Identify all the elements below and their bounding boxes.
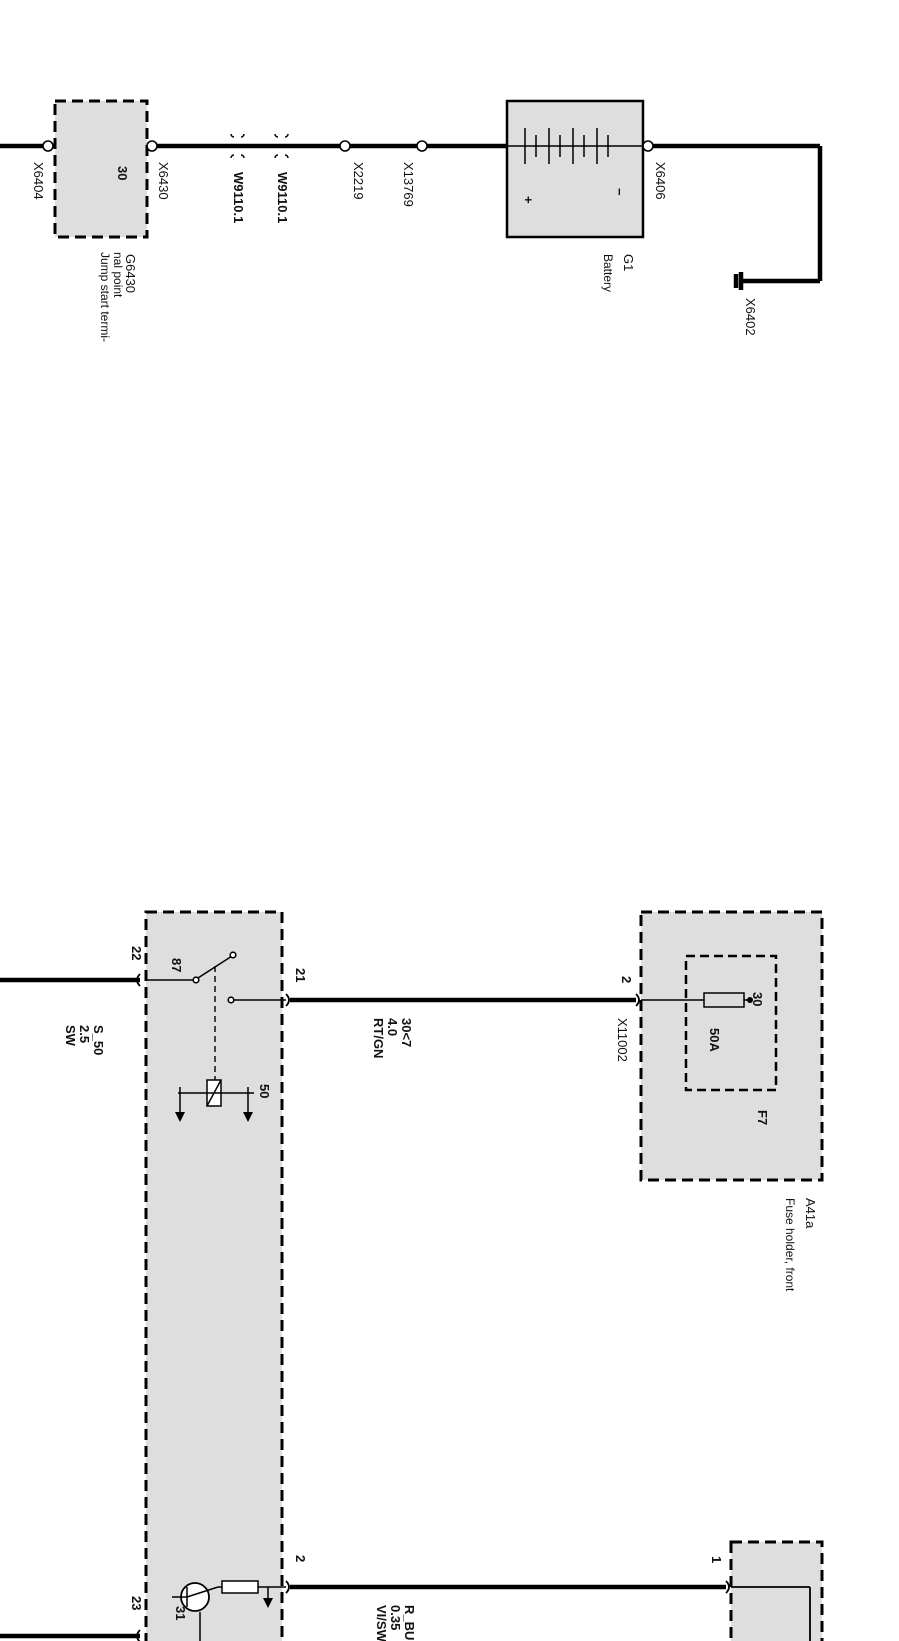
w9110-splice-marker-b <box>274 133 289 159</box>
relay-switch-pivot <box>229 951 237 959</box>
g6430-name-line2: nal point <box>111 252 125 298</box>
g6430-pin: 30 <box>115 166 130 180</box>
g1-battery-box <box>505 99 645 239</box>
relay-pin-2: 2 <box>293 1555 308 1562</box>
bottom-resistor <box>221 1580 259 1594</box>
pin-21-hook <box>285 993 290 1007</box>
battery-cell-symbol <box>507 128 643 164</box>
g6430-name: Jump start termi- nal point <box>98 252 125 345</box>
bottom-ground-arrow <box>263 1598 273 1608</box>
relay-coil-ground-left-arrow <box>175 1112 185 1122</box>
a41a-id: A41a <box>803 1198 818 1229</box>
label-w9110-a: W9110.1 <box>231 172 246 223</box>
f7-id: F7 <box>755 1110 770 1125</box>
fuse-pin-30: 30 <box>750 992 765 1006</box>
g6430-jump-start-box <box>53 99 149 239</box>
ground-symbol-x6402 <box>733 272 744 290</box>
relay-coil-ground-right-arrow <box>243 1112 253 1122</box>
a41a-pin-2: 2 <box>619 976 634 983</box>
wire-s50-signal: S_50 <box>91 1025 106 1055</box>
wire-rbu-color: VI/SW <box>374 1605 389 1641</box>
relay-pin-87: 87 <box>169 958 184 972</box>
relay-pin-21: 21 <box>293 968 308 982</box>
relay-pin-2-hook <box>285 1580 290 1594</box>
node-x6404 <box>42 140 54 152</box>
node-x13769 <box>416 140 428 152</box>
relay-module-box <box>144 910 284 1641</box>
fuse-body <box>703 992 745 1008</box>
label-x6430: X6430 <box>156 162 171 200</box>
wire-s50-color: SW <box>63 1025 78 1047</box>
bottom-right-pin-hook <box>725 1580 730 1594</box>
g1-id: G1 <box>621 254 636 271</box>
pin-22-hook <box>136 973 141 987</box>
bottom-right-pin-1: 1 <box>709 1556 724 1563</box>
relay-pin-50: 50 <box>257 1084 272 1098</box>
fuse-rating: 50A <box>707 1028 722 1052</box>
f7-inner-box <box>684 954 778 1092</box>
relay-contact-87 <box>192 976 200 984</box>
g1-name: Battery <box>601 254 615 292</box>
wire-b30-signal: 30<7 <box>399 1018 414 1047</box>
node-x6406 <box>642 140 654 152</box>
transistor-base-lead <box>186 1586 219 1598</box>
node-x6430 <box>146 140 158 152</box>
a41a-name: Fuse holder, front <box>783 1198 797 1292</box>
label-x6406: X6406 <box>653 162 668 200</box>
g6430-id: G6430 <box>123 254 138 293</box>
a41a-fuse-holder-box <box>639 910 824 1182</box>
node-x2219 <box>339 140 351 152</box>
battery-minus-sign: − <box>612 188 627 196</box>
wire-rbu-signal: R_BU <box>402 1605 417 1640</box>
wire-rbu-gauge: 0.35 <box>388 1605 403 1630</box>
wire-b30-gauge: 4.0 <box>385 1018 400 1036</box>
label-x13769: X13769 <box>401 162 416 207</box>
label-x2219: X2219 <box>351 162 366 200</box>
label-x11002: X11002 <box>615 1018 630 1062</box>
battery-plus-sign: + <box>521 196 536 204</box>
wire-b30-color: RT/GN <box>371 1018 386 1058</box>
label-x6404: X6404 <box>31 162 46 200</box>
relay-contact-21 <box>227 996 235 1004</box>
w9110-splice-marker-a <box>230 133 245 159</box>
a41a-pin-hook <box>635 993 640 1007</box>
wire-s50-gauge: 2.5 <box>77 1025 92 1043</box>
fuse-terminal <box>747 997 753 1003</box>
relay-pin-22: 22 <box>129 946 144 960</box>
label-x6402: X6402 <box>743 298 758 336</box>
relay-pin-31: 31 <box>173 1606 188 1620</box>
relay-pin-23: 23 <box>129 1596 144 1610</box>
bottom-right-component-box <box>729 1540 824 1641</box>
label-w9110-b: W9110.1 <box>275 172 290 223</box>
g6430-name-line1: Jump start termi- <box>98 252 112 342</box>
